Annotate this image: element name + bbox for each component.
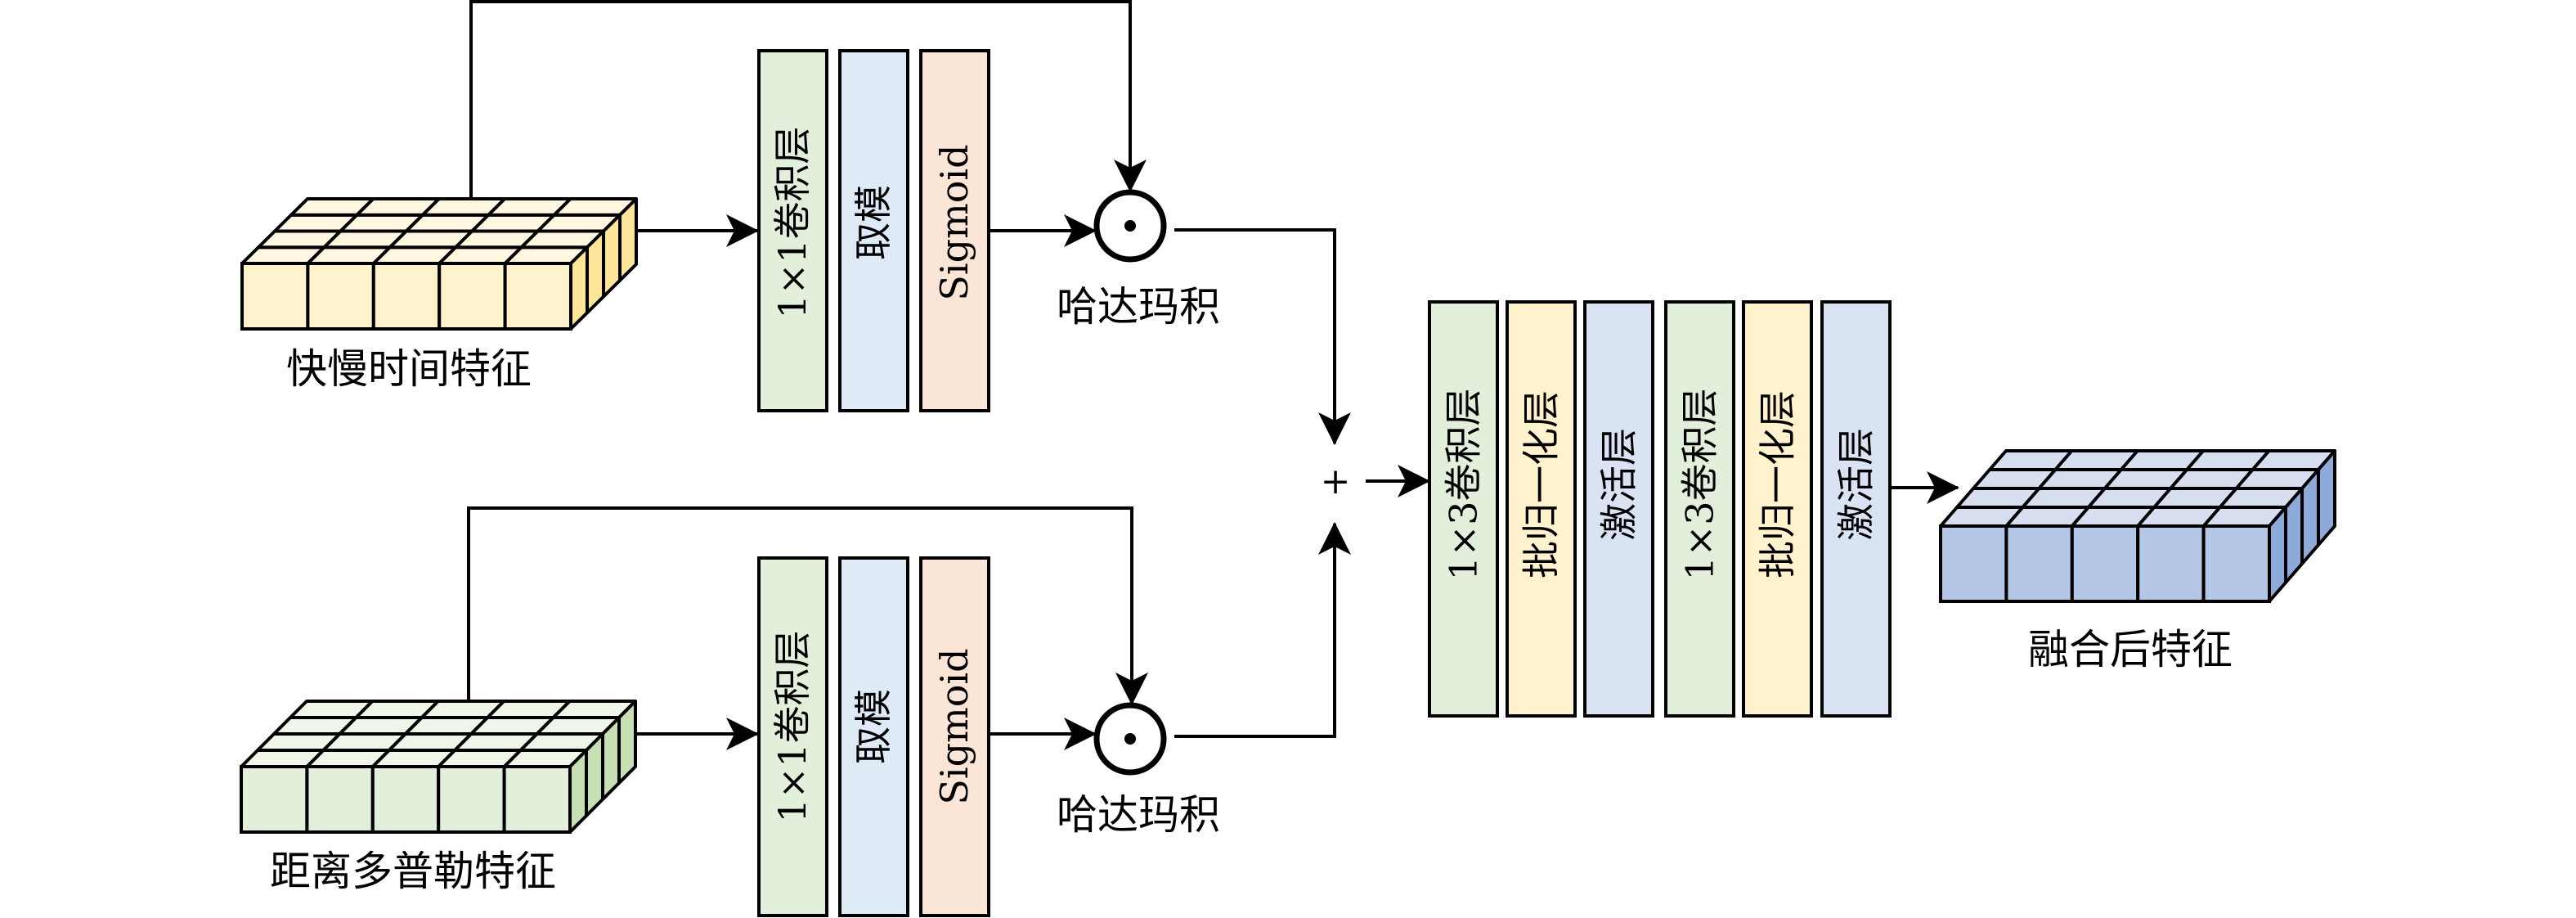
modulus-label-lower: 取模	[851, 689, 895, 764]
fused-feature-label: 融合后特征	[2028, 626, 2233, 673]
fused-feature-cube	[1939, 449, 2336, 603]
cube-side-cell	[2284, 487, 2304, 584]
cube-front-cell	[371, 262, 442, 331]
cube-front-cell	[240, 765, 309, 834]
cube-side-cell	[2268, 506, 2287, 603]
sigmoid-block-upper	[919, 49, 990, 412]
sum-symbol: +	[1321, 461, 1351, 502]
fusion-block-label: 1×3卷积层	[1678, 388, 1722, 580]
cube-front-cell	[438, 262, 507, 331]
conv1x1-label-upper: 1×1卷积层	[770, 126, 815, 318]
sigmoid-label-lower: Sigmoid	[932, 648, 976, 804]
cube-front-cell	[502, 765, 572, 834]
fusion-block-label: 1×3卷积层	[1442, 388, 1486, 580]
modulus-label-upper: 取模	[851, 185, 895, 260]
hadamard-label-lower: 哈达玛积	[1057, 791, 1220, 839]
fusion-block	[1506, 300, 1577, 718]
hadamard-dot-icon	[1124, 220, 1136, 232]
fusion-block	[1583, 300, 1654, 718]
cube-front-cell	[240, 262, 310, 331]
cube-front-cell	[437, 765, 506, 834]
cube-side-cell	[601, 716, 621, 801]
fusion-block-label: 批归一化层	[1756, 390, 1800, 578]
fusion-block-label: 激活层	[1597, 428, 1641, 541]
cube-front-cell	[306, 262, 375, 331]
fusion-block	[1428, 300, 1499, 718]
fusion-block-label: 批归一化层	[1519, 390, 1564, 578]
conv1x1-block-lower	[757, 556, 828, 917]
cube-side-cell	[602, 213, 622, 299]
cube-side-cell	[2317, 449, 2336, 547]
slow-fast-time-feature-cube	[240, 197, 638, 331]
arrow-hadamard-to-sum-lower	[1174, 522, 1351, 738]
range-doppler-feature-cube	[240, 700, 637, 834]
cube-side-cell	[585, 732, 604, 817]
cube-front-cell	[2201, 524, 2272, 603]
cube-front-cell	[503, 262, 572, 331]
cube-side-cell	[568, 749, 588, 834]
cube-front-cell	[2136, 524, 2206, 603]
conv1x1-block-upper	[757, 49, 828, 412]
cube-front-cell	[2070, 524, 2140, 603]
cube-side-cell	[618, 197, 638, 282]
cube-side-cell	[617, 700, 637, 785]
hadamard-dot-icon	[1124, 733, 1136, 745]
cube-side-cell	[2300, 468, 2320, 565]
sigmoid-label-upper: Sigmoid	[932, 144, 976, 300]
range-doppler-feature-label: 距离多普勒特征	[270, 848, 556, 895]
conv1x1-label-lower: 1×1卷积层	[770, 630, 815, 822]
fusion-block	[1664, 300, 1735, 718]
hadamard-node-upper	[1093, 189, 1167, 263]
cube-front-cell	[1939, 524, 2008, 603]
arrow-skip-upper	[469, 0, 1147, 199]
fusion-block-label: 激活层	[1834, 428, 1878, 541]
upper-branch: 1×1卷积层 取模 Sigmoid	[757, 49, 990, 412]
hadamard-node-lower	[1093, 702, 1167, 776]
arrow-hadamard-to-sum-upper	[1174, 228, 1351, 445]
cube-side-cell	[586, 229, 605, 315]
hadamard-label-upper: 哈达玛积	[1057, 283, 1220, 331]
cube-front-cell	[305, 765, 375, 834]
connectors	[467, 0, 1959, 750]
modulus-block-lower	[838, 556, 909, 917]
lower-branch: 1×1卷积层 取模 Sigmoid	[757, 556, 990, 917]
arrow-skip-lower	[467, 506, 1148, 705]
cube-front-cell	[370, 765, 441, 834]
fusion-block	[1820, 300, 1892, 718]
fusion-block	[1742, 300, 1813, 718]
modulus-block-upper	[838, 49, 909, 412]
slow-fast-time-feature-label: 快慢时间特征	[286, 345, 532, 393]
cube-front-cell	[2004, 524, 2074, 603]
cube-side-cell	[569, 245, 589, 331]
sigmoid-block-lower	[919, 556, 990, 917]
